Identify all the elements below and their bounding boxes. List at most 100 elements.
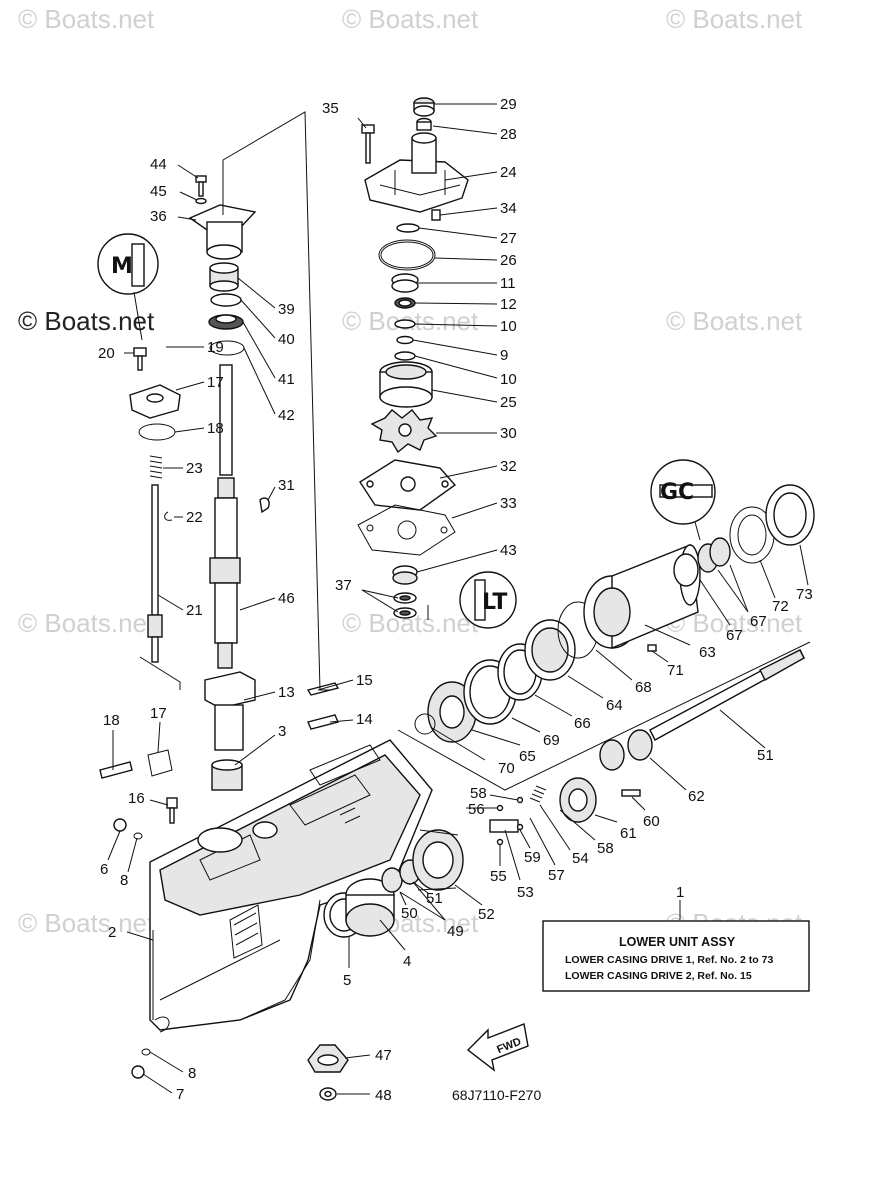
grease-symbol-m: M	[97, 233, 159, 341]
callout-25: 23	[186, 460, 203, 477]
callout-41: 40	[278, 331, 295, 348]
callout-28: 26	[500, 252, 517, 269]
callout-38: 36	[150, 208, 167, 225]
callout-61: 62	[688, 788, 705, 805]
diagram-code: 68J7110-F270	[452, 1087, 541, 1103]
callout-22: 20	[98, 345, 115, 362]
callout-59: 60	[643, 813, 660, 830]
callout-39: 37	[335, 577, 352, 594]
callout-42: 41	[278, 371, 295, 388]
callout-57: 58	[597, 840, 614, 857]
callout-8: 8	[188, 1065, 196, 1082]
callout-21: 19	[207, 339, 224, 356]
callout-58: 58	[470, 785, 487, 802]
callout-62: 63	[699, 644, 716, 661]
fwd-arrow-icon: FWD	[466, 1023, 529, 1072]
callout-69: 69	[543, 732, 560, 749]
callout-26: 24	[500, 164, 517, 181]
callout-68: 68	[635, 679, 652, 696]
callout-16: 16	[128, 790, 145, 807]
grease-symbol-m-label: M	[111, 254, 133, 279]
callout-10: 10	[500, 318, 517, 335]
callout-11: 11	[500, 275, 516, 292]
callout-30: 28	[500, 126, 517, 143]
callout-9: 9	[500, 347, 508, 364]
callout-63: 64	[606, 697, 623, 714]
callout-17: 17	[150, 705, 167, 722]
callout-5: 5	[343, 972, 351, 989]
callout-23: 21	[186, 602, 203, 619]
watermark: © Boats.net	[18, 306, 155, 336]
callout-18: 18	[103, 712, 120, 729]
watermark: © Boats.net	[666, 4, 803, 34]
callout-55: 54	[572, 850, 589, 867]
watermark: © Boats.net	[18, 608, 155, 638]
callout-10: 10	[500, 371, 517, 388]
callout-32: 30	[500, 425, 517, 442]
callout-60: 61	[620, 825, 637, 842]
callout-numbers: 29 28 24 34 27 26 11 12 10 9 10 25 30 32…	[98, 96, 813, 1104]
callout-33: 31	[278, 477, 295, 494]
callout-15: 15	[356, 672, 373, 689]
callout-1: 1	[676, 884, 684, 901]
callout-24: 22	[186, 509, 203, 526]
gear-group	[307, 484, 815, 1101]
callout-54: 53	[517, 884, 534, 901]
callout-4: 4	[403, 953, 411, 970]
callout-12: 12	[500, 296, 517, 313]
bracket-lines	[139, 111, 811, 1020]
callout-13: 13	[278, 684, 295, 701]
callout-19: 17	[207, 374, 224, 391]
leader-lines	[107, 103, 809, 1095]
callout-34: 32	[500, 458, 517, 475]
callout-43: 42	[278, 407, 295, 424]
grease-symbol-gc: GC	[650, 459, 716, 541]
callout-3: 3	[278, 723, 286, 740]
callout-47: 46	[278, 590, 295, 607]
callout-72: 72	[772, 598, 789, 615]
callout-40: 39	[278, 301, 295, 318]
legend-box: LOWER UNIT ASSY LOWER CASING DRIVE 1, Re…	[542, 920, 810, 992]
shift-rod-group	[99, 347, 181, 1079]
callout-53: 52	[478, 906, 495, 923]
callout-49: 48	[375, 1087, 392, 1104]
legend-title: LOWER UNIT ASSY	[619, 935, 736, 949]
callout-48: 47	[375, 1047, 392, 1064]
callout-52: 51	[757, 747, 774, 764]
callout-51: 51	[426, 890, 443, 907]
legend-line-2: LOWER CASING DRIVE 2, Ref. No. 15	[565, 970, 752, 982]
callout-67: 67	[750, 613, 767, 630]
callout-27: 25	[500, 394, 517, 411]
watermark: © Boats.net	[666, 306, 803, 336]
callout-71: 71	[667, 662, 684, 679]
callout-2: 2	[108, 924, 116, 941]
callout-45: 44	[150, 156, 167, 173]
loctite-symbol-label: LT	[482, 590, 507, 615]
callout-6: 6	[100, 861, 108, 878]
callout-36: 34	[500, 200, 517, 217]
callout-31: 29	[500, 96, 517, 113]
callout-46: 45	[150, 183, 167, 200]
callout-50: 49	[447, 923, 464, 940]
callout-70: 70	[498, 760, 515, 777]
callout-29: 27	[500, 230, 517, 247]
callout-8: 8	[120, 872, 128, 889]
callout-65: 66	[574, 715, 591, 732]
callout-14: 14	[356, 711, 373, 728]
callout-57: 57	[548, 867, 565, 884]
water-pump-group	[357, 97, 469, 619]
driveshaft-group	[188, 175, 340, 791]
legend-line-1: LOWER CASING DRIVE 1, Ref. No. 2 to 73	[565, 954, 773, 966]
callout-58: 59	[524, 849, 541, 866]
watermark: © Boats.net	[18, 4, 155, 34]
callout-7: 7	[176, 1086, 184, 1103]
callout-56: 55	[490, 868, 507, 885]
watermark: © Boats.net	[342, 4, 479, 34]
callout-64: 65	[519, 748, 536, 765]
callout-37: 35	[322, 100, 339, 117]
callout-73: 73	[796, 586, 813, 603]
loctite-symbol: LT	[459, 571, 517, 629]
grease-symbol-gc-label: GC	[660, 480, 694, 505]
callout-44: 43	[500, 542, 517, 559]
watermark: © Boats.net	[18, 908, 155, 938]
